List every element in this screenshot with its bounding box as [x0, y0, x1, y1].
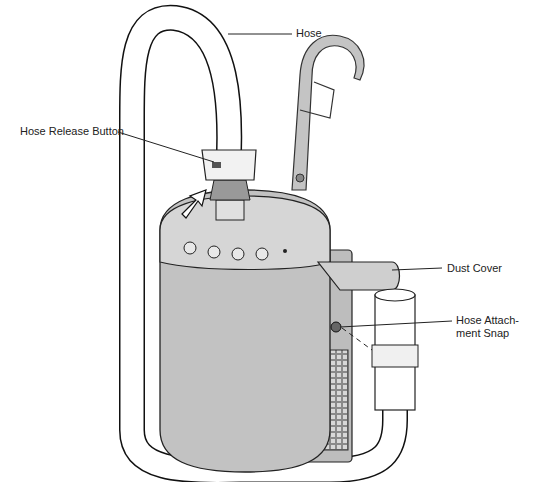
pipe-opening	[375, 289, 415, 301]
leader-line	[118, 132, 214, 162]
control-button	[184, 242, 196, 254]
pipe-collar	[372, 345, 418, 367]
canister-body	[160, 190, 330, 472]
attachment-snap	[331, 322, 341, 332]
handle	[292, 35, 364, 190]
part-label: Hose Release Button	[20, 125, 124, 138]
hose-release-button	[212, 162, 221, 168]
handle-grip	[300, 82, 334, 118]
handle-pivot	[296, 174, 304, 182]
top-panel	[160, 196, 330, 270]
control-button	[208, 246, 220, 258]
hose-cuff	[202, 150, 256, 180]
leader-line	[228, 34, 292, 35]
part-label: Hose	[296, 27, 322, 40]
part-label: Hose Attach- ment Snap	[456, 314, 530, 340]
control-button	[256, 248, 268, 260]
part-label: Dust Cover	[447, 262, 502, 275]
push-arrow	[182, 190, 206, 218]
indicator-light	[283, 249, 287, 253]
alignment-line	[342, 328, 372, 350]
leader-line	[392, 268, 442, 270]
connector-base	[216, 200, 244, 220]
dust-cover	[318, 262, 400, 290]
leader-line	[340, 321, 452, 327]
connector-collar	[210, 180, 250, 200]
control-button	[232, 248, 244, 260]
